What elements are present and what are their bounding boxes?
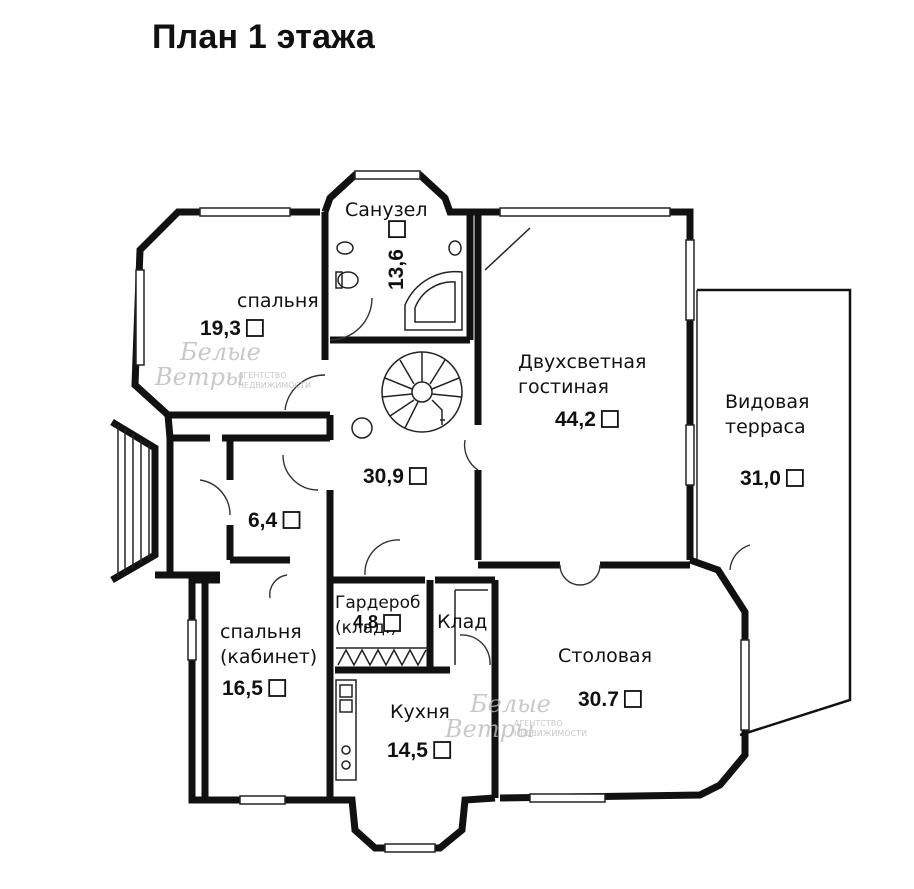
room-name-line: (кабинет) (220, 646, 317, 668)
room-area: 6,4 (248, 509, 278, 532)
door-swings (199, 297, 751, 666)
room-5: 6,4 (248, 509, 301, 532)
terrace-outline (696, 288, 852, 737)
room-4: 30,9 (363, 465, 427, 488)
room-area: 14,5 (387, 739, 428, 762)
watermark-top: Белые Ветры АГЕНТСТВО НЕДВИЖИМОСТИ (154, 338, 311, 391)
room-7: Клад (437, 611, 487, 633)
area-unit-box (600, 410, 619, 428)
area-unit-box (623, 690, 642, 708)
room-area: 16,5 (222, 677, 263, 700)
area-unit-box (408, 467, 427, 485)
area-unit-box (245, 319, 264, 337)
room-6: Гардероб (клад.)4,8 (335, 593, 420, 638)
room-0: спальня 19,3 (200, 290, 319, 340)
room-10: Столовая 30.7 (558, 645, 652, 711)
watermark-caption-bottom: НЕДВИЖИМОСТИ (238, 381, 311, 390)
watermark-line2: Ветры (444, 715, 535, 743)
room-name-line: (клад.) (335, 618, 397, 638)
area-unit-box (433, 741, 452, 759)
room-name-line: Двухсветная (518, 351, 646, 373)
watermark-caption-top: АГЕНТСТВО (238, 371, 287, 380)
area-unit-box (785, 469, 804, 487)
room-area: 19,3 (200, 317, 241, 340)
plan-title: План 1 этажа (152, 18, 376, 56)
room-area: 30.7 (578, 688, 619, 711)
room-3: Видовая терраса 31,0 (725, 391, 809, 490)
room-name-line: Клад (437, 611, 487, 633)
area-unit-box (268, 679, 287, 697)
room-area: 4,8 (353, 612, 378, 632)
room-name-line: спальня (237, 290, 319, 312)
room-1: Санузел 13,6 (345, 199, 428, 290)
room-name-line: спальня (220, 621, 302, 643)
watermark-middle: Белые Ветры АГЕНТСТВО НЕДВИЖИМОСТИ (444, 690, 587, 743)
room-name-line: терраса (725, 416, 806, 438)
room-name-line: Санузел (345, 199, 428, 221)
windows (135, 170, 750, 853)
area-unit-box (388, 220, 406, 239)
watermark-caption-bottom: НЕДВИЖИМОСТИ (514, 729, 587, 738)
watermark-line1: Белые (179, 338, 261, 366)
kitchen-fixtures (335, 589, 488, 781)
watermark-line2: Ветры (154, 363, 245, 391)
entry-stairs (110, 419, 159, 584)
room-area: 13,6 (385, 249, 408, 290)
room-name-line: Столовая (558, 645, 652, 667)
room-8: спальня (кабинет) 16,5 (220, 621, 317, 700)
room-name-line: Кухня (390, 701, 450, 723)
watermark-caption-top: АГЕНТСТВО (514, 719, 563, 728)
room-name-line: Гардероб (335, 593, 420, 613)
watermark-line1: Белые (469, 690, 551, 718)
room-area: 30,9 (363, 465, 404, 488)
room-area: 31,0 (740, 467, 781, 490)
room-name-line: гостиная (518, 376, 609, 398)
room-area: 44,2 (555, 408, 596, 431)
room-9: Кухня 14,5 (387, 701, 452, 762)
spiral-staircase (351, 351, 463, 439)
bathroom-fixtures (335, 227, 531, 331)
room-name-line: Видовая (725, 391, 809, 413)
room-2: Двухсветная гостиная 44,2 (518, 351, 646, 431)
area-unit-box (383, 614, 401, 632)
interior-walls (201, 212, 690, 800)
area-unit-box (282, 511, 301, 529)
